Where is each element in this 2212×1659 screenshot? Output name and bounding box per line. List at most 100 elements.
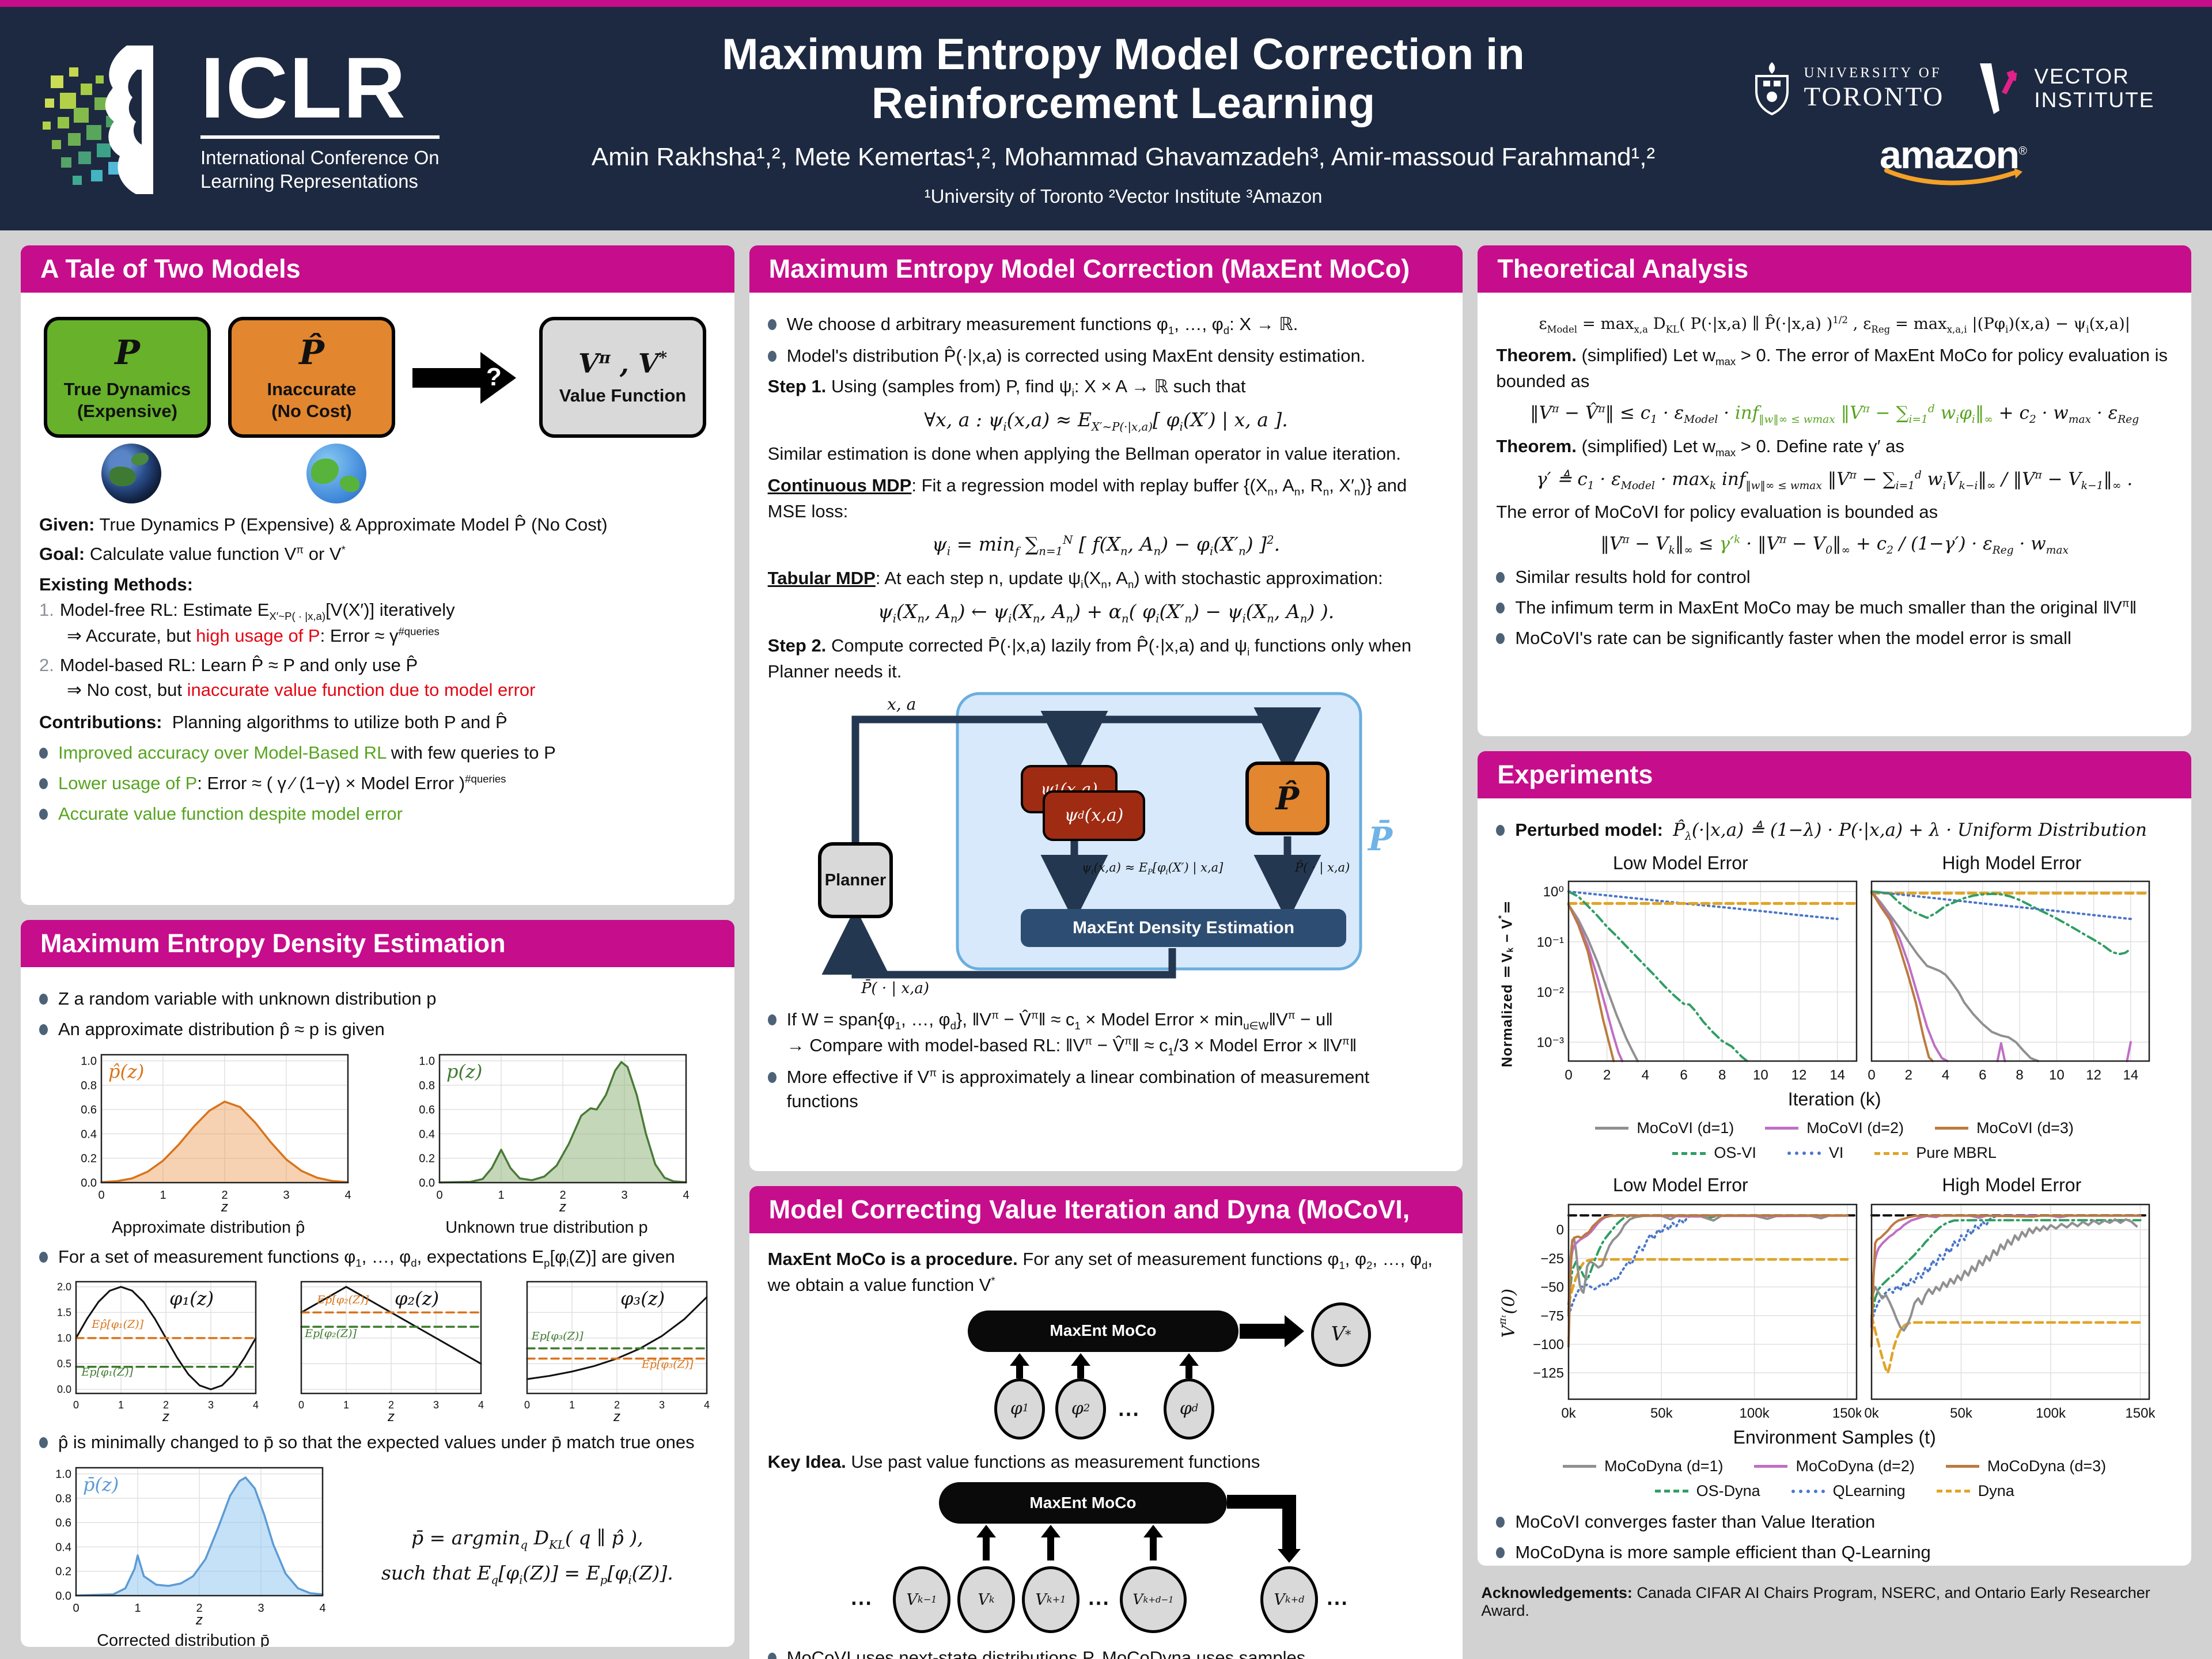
svg-text:6: 6 [1979, 1067, 1986, 1083]
svg-text:Ep[φ₁(Z)]: Ep[φ₁(Z)] [81, 1366, 133, 1378]
svg-text:0.4: 0.4 [419, 1128, 435, 1141]
page-title: Maximum Entropy Model Correction in Rein… [722, 29, 1525, 128]
svg-text:2.0: 2.0 [57, 1282, 71, 1293]
svg-text:0: 0 [436, 1189, 442, 1202]
svg-text:0.8: 0.8 [81, 1079, 97, 1092]
svg-text:0: 0 [1868, 1067, 1876, 1083]
contribution-2: Lower usage of P: Error ≈ ( γ ⁄ (1−γ) × … [39, 771, 716, 796]
xa-label: x, a [887, 695, 916, 714]
moco-bullet-1: We choose d arbitrary measurement functi… [767, 312, 1445, 338]
svg-text:10⁻³: 10⁻³ [1537, 1035, 1564, 1051]
panel-tale-of-two-models: A Tale of Two Models P True Dynamics (Ex… [21, 245, 734, 905]
moco-diagram-connectors [821, 692, 1362, 979]
svg-text:0.4: 0.4 [55, 1541, 71, 1554]
theory-bullet-3: MoCoVI's rate can be significantly faste… [1496, 626, 2173, 651]
svg-text:0.5: 0.5 [57, 1358, 71, 1370]
svg-text:4: 4 [1942, 1067, 1949, 1083]
dyna-xlabel: Environment Samples (t) [1733, 1426, 1936, 1448]
mede-bullet-1: Z a random variable with unknown distrib… [39, 987, 716, 1012]
svg-text:0.0: 0.0 [57, 1384, 71, 1396]
amazon-logo: amazon® [1880, 132, 2027, 185]
svg-text:0: 0 [1556, 1222, 1564, 1238]
dots: ⋯ [1117, 1402, 1141, 1426]
svg-text:2: 2 [1603, 1067, 1611, 1083]
svg-text:2: 2 [221, 1189, 228, 1202]
svg-text:z: z [221, 1199, 228, 1215]
poster-header: ICLR International Conference On Learnin… [0, 7, 2212, 230]
svg-text:4: 4 [1642, 1067, 1649, 1083]
goal-line: Goal: Calculate value function Vπ or V* [39, 543, 346, 564]
theorem-2b: The error of MoCoVI for policy evaluatio… [1496, 502, 1938, 522]
svg-text:4: 4 [478, 1399, 484, 1411]
svg-text:10: 10 [2049, 1067, 2065, 1083]
maxent-density-estimation-node: MaxEnt Density Estimation [1020, 909, 1346, 947]
svg-text:1: 1 [134, 1602, 141, 1615]
svg-text:0: 0 [73, 1399, 79, 1411]
svg-text:0.0: 0.0 [419, 1177, 435, 1190]
svg-text:3: 3 [257, 1602, 264, 1615]
pbar-output-label: P̄( · | x,a) [861, 980, 930, 997]
svg-text:14: 14 [1830, 1067, 1846, 1083]
pbar-eq-1: p̄ = argminq DKL( q ∥ p̂ ), [411, 1527, 643, 1552]
svg-text:0.2: 0.2 [419, 1152, 435, 1165]
svg-text:2: 2 [388, 1399, 394, 1411]
panel-theoretical-analysis: Theoretical Analysis εModel = maxx,a DKL… [1478, 245, 2191, 736]
svg-text:1: 1 [569, 1399, 575, 1411]
svg-text:0.8: 0.8 [419, 1079, 435, 1092]
svg-text:2: 2 [614, 1399, 620, 1411]
panel-experiments: Experiments Perturbed model: P̂λ(·|x,a) … [1478, 751, 2191, 1566]
svg-text:−100: −100 [1533, 1337, 1564, 1353]
step2: Step 2. Compute corrected P̄(·|x,a) lazi… [767, 635, 1412, 682]
iclr-sub2: Learning Representations [200, 171, 418, 192]
svg-text:1: 1 [160, 1189, 166, 1202]
svg-text:−25: −25 [1541, 1251, 1565, 1267]
panel-maxent-density-estimation: Maximum Entropy Density Estimation Z a r… [21, 920, 734, 1647]
moco-bullet-2: Model's distribution P̂(·|x,a) is correc… [767, 344, 1445, 369]
vi-high-title: High Model Error [1942, 852, 2082, 873]
svg-text:2: 2 [559, 1189, 566, 1202]
svg-text:1.5: 1.5 [57, 1307, 71, 1319]
svg-text:0.4: 0.4 [81, 1128, 97, 1141]
svg-text:z: z [387, 1409, 395, 1425]
svg-text:p̂(z): p̂(z) [108, 1060, 144, 1082]
svg-text:6: 6 [1680, 1067, 1688, 1083]
panel-theory-header: Theoretical Analysis [1478, 245, 2191, 293]
mede-bullet-4: p̂ is minimally changed to p̄ so that th… [39, 1430, 716, 1455]
svg-text:1: 1 [118, 1399, 124, 1411]
theory-bullet-2: The infimum term in MaxEnt MoCo may be m… [1496, 596, 2173, 620]
step1-note: Similar estimation is done when applying… [767, 444, 1402, 464]
epsilon-definitions: εModel = maxx,a DKL( P(·|x,a) ∥ P̂(·|x,a… [1539, 314, 2130, 335]
dyna-ylabel: Vπₜ(0) [1497, 1287, 1520, 1338]
svg-text:1.0: 1.0 [81, 1055, 97, 1067]
phat-arrow-label: P̂( · | x,a) [1294, 861, 1350, 874]
uoft-line2: TORONTO [1804, 82, 1945, 112]
svg-text:3: 3 [283, 1189, 289, 1202]
authors: Amin Rakhsha¹,², Mete Kemertas¹,², Moham… [591, 143, 1656, 172]
svg-text:12: 12 [1791, 1067, 1807, 1083]
exp-bullet-1: MoCoVI converges faster than Value Itera… [1496, 1510, 2173, 1535]
contribution-1: Improved accuracy over Model-Based RL wi… [39, 741, 716, 766]
pbar-eq-2: such that Eq[φi(Z)] = Ep[φi(Z)]. [381, 1562, 673, 1587]
maxent-moco-pill-2: MaxEnt MoCo [938, 1482, 1227, 1524]
svg-text:0.8: 0.8 [55, 1493, 71, 1505]
phat-node: P̂ [1245, 762, 1330, 835]
planner-node: Planner [817, 842, 893, 918]
svg-text:1.0: 1.0 [57, 1333, 71, 1344]
vector-logo: VECTOR INSTITUTE [1976, 60, 2154, 118]
svg-text:0.0: 0.0 [55, 1590, 71, 1603]
svg-text:0.6: 0.6 [81, 1104, 97, 1116]
svg-text:Ep[φ₃(Z)]: Ep[φ₃(Z)] [531, 1330, 584, 1343]
tale-diagram: P True Dynamics (Expensive) P̂ Inaccurat… [44, 317, 716, 438]
mocovi-intro: MaxEnt MoCo is a procedure. For any set … [767, 1249, 1433, 1295]
svg-text:φ₁(z): φ₁(z) [169, 1287, 214, 1309]
vi-legend-row-1: MoCoVI (d=1) MoCoVI (d=2) MoCoVI (d=3) [1496, 1118, 2173, 1139]
affiliations: ¹University of Toronto ²Vector Institute… [924, 185, 1323, 207]
contribution-3: Accurate value function despite model er… [39, 802, 716, 827]
svg-text:8: 8 [2016, 1067, 2024, 1083]
